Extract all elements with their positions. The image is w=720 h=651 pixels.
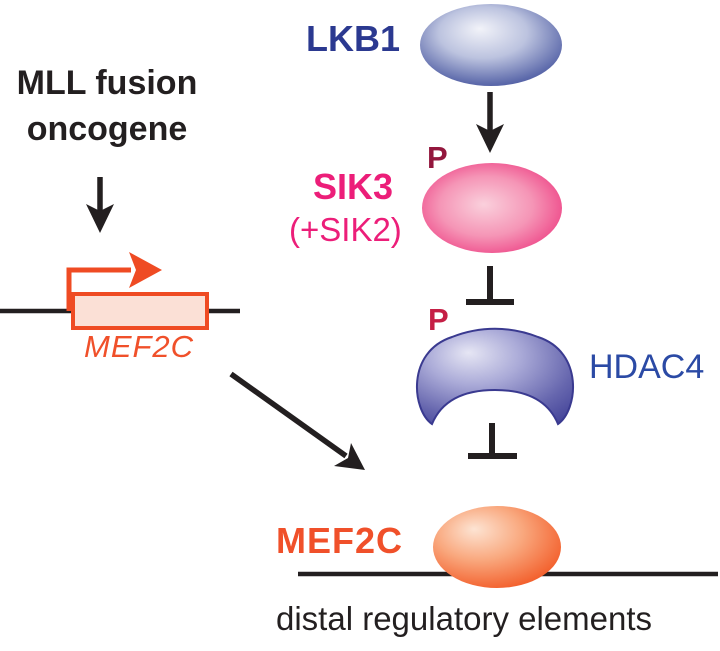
hdac4-phospho-label: P xyxy=(428,302,449,337)
lkb1-ellipse xyxy=(420,4,562,86)
hdac4-crescent xyxy=(416,327,574,426)
lkb1-label: LKB1 xyxy=(306,18,401,59)
mll-fusion-line2: oncogene xyxy=(26,110,188,148)
distal-regulatory-elements-caption: distal regulatory elements xyxy=(276,600,653,637)
arrow-lkb1-to-sik3-head-icon xyxy=(476,124,504,153)
arrow-gene-to-enhancer-head-icon xyxy=(334,443,365,470)
gene-body-box xyxy=(71,292,209,330)
transcription-start-arrow-head-icon xyxy=(129,252,162,288)
mef2c-ellipse xyxy=(433,506,561,588)
gene-locus xyxy=(0,252,240,330)
arrow-mll-to-gene-head-icon xyxy=(86,204,114,233)
sik3-phospho-label: P xyxy=(427,140,448,175)
mll-fusion-line1: MLL fusion xyxy=(16,64,198,102)
hdac4-label: HDAC4 xyxy=(589,348,705,386)
sik3-ellipse xyxy=(422,163,562,253)
mef2c-gene-label: MEF2C xyxy=(84,329,195,364)
transcription-start-arrow-shaft xyxy=(66,267,131,311)
sik3-label: SIK3 xyxy=(313,166,394,207)
arrows xyxy=(86,92,517,470)
sik2-sublabel: (+SIK2) xyxy=(289,211,402,248)
mef2c-protein-label: MEF2C xyxy=(276,520,404,561)
arrow-gene-to-enhancer-shaft xyxy=(229,371,348,459)
mll-fusion-oncogene-label: MLL fusion oncogene xyxy=(0,60,214,152)
